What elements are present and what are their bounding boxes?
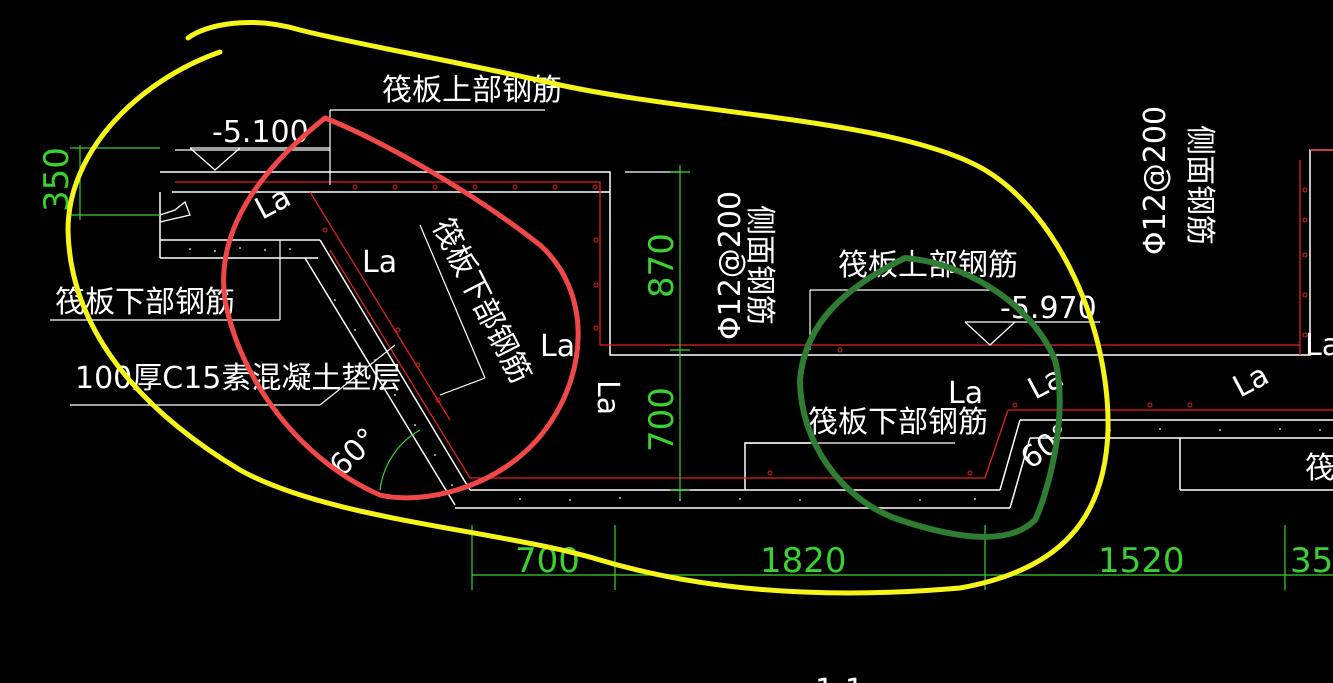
- la-label-3: La: [540, 329, 575, 364]
- la-label-2: La: [362, 245, 397, 280]
- dim-v1: 870: [642, 233, 682, 298]
- dim-h2: 1820: [760, 541, 847, 581]
- leader-lines: [50, 109, 990, 444]
- la-label-4: La: [590, 380, 625, 415]
- la-label-5: La: [948, 376, 983, 411]
- dim-h3: 1520: [1098, 541, 1185, 581]
- label-side-rebar-2: 侧面钢筋: [1182, 125, 1217, 245]
- label-raft-bottom-rebar-edge: 筏: [1305, 451, 1333, 486]
- rebar-lines: [175, 149, 1333, 479]
- label-raft-bottom-rebar-2: 筏板下部钢筋: [808, 405, 988, 440]
- label-spec-2: Φ12@200: [1138, 106, 1173, 255]
- break-line-icon: [159, 200, 191, 223]
- dim-h4: 35: [1290, 541, 1333, 581]
- dimension-lines: [70, 145, 1333, 590]
- label-spec-1: Φ12@200: [713, 191, 748, 340]
- rebar-dots: [322, 184, 1308, 476]
- red-markup-loop: [221, 115, 581, 501]
- label-raft-bottom-rebar-slope: 筏板下部钢筋: [425, 213, 538, 389]
- angle-label-1: 60°: [323, 421, 385, 483]
- label-side-rebar-1: 侧面钢筋: [742, 205, 777, 325]
- green-markup-loop: [796, 255, 1063, 540]
- la-label-7: La: [1227, 358, 1274, 405]
- la-label-8: La: [1305, 328, 1333, 363]
- dim-v2: 700: [642, 387, 682, 452]
- angle-label-2: 60°: [1015, 417, 1079, 476]
- label-cushion: 100厚C15素混凝土垫层: [75, 361, 401, 396]
- section-mark: 1-1: [815, 673, 864, 683]
- yellow-markup-loop: [65, 19, 1111, 596]
